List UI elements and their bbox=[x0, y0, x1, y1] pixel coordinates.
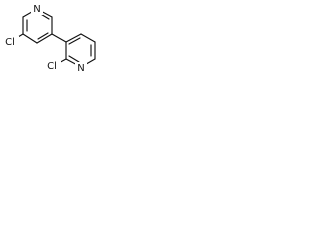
lower-chlorine-label-background bbox=[43, 60, 61, 72]
lower-ring-bond-2 bbox=[80, 33, 96, 43]
lower-chlorine-label: Cl bbox=[47, 61, 57, 72]
upper-nitrogen-label: N bbox=[33, 4, 40, 15]
biaryl-bond bbox=[51, 33, 67, 43]
upper-chlorine-label: Cl bbox=[5, 37, 15, 48]
upper-nitrogen-label-background bbox=[31, 3, 43, 15]
lower-ring-bond-1-inner bbox=[68, 37, 81, 45]
upper-chlorine-label-background bbox=[1, 36, 19, 48]
upper-ring-bond-4-inner bbox=[37, 32, 49, 40]
lower-ring-bond-5-inner bbox=[68, 55, 80, 63]
upper-ring-bond-4 bbox=[36, 33, 53, 44]
lower-ring-bond-1 bbox=[65, 33, 82, 43]
lower-nitrogen-label-background bbox=[75, 62, 87, 74]
upper-ring-bond-5 bbox=[22, 33, 38, 44]
chemical-structure: N Cl Cl N bbox=[1, 3, 96, 74]
lower-nitrogen-label: N bbox=[77, 63, 84, 74]
